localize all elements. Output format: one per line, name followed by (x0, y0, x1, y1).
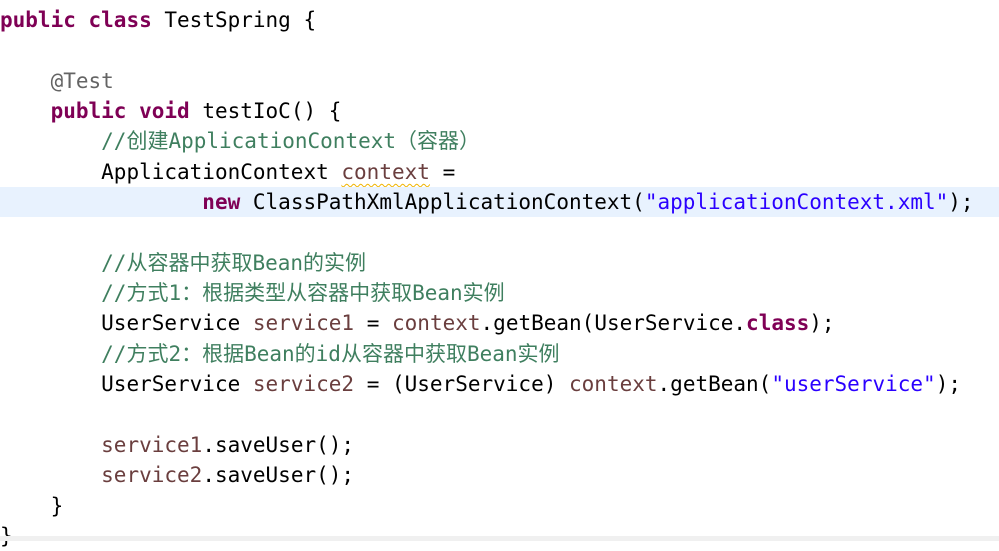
code-line-4[interactable]: public void testIoC() { (0, 96, 999, 126)
local-variable: service1 (252, 311, 355, 335)
brace: } (50, 494, 64, 518)
type-name: UserService (101, 311, 241, 335)
keyword: public (0, 8, 76, 32)
statement-end: ); (809, 311, 835, 335)
method-call: .getBean( (657, 372, 772, 396)
keyword: new (202, 190, 241, 214)
string-literal: "applicationContext.xml" (644, 190, 949, 214)
brace: { (328, 99, 342, 123)
operator: = (366, 311, 380, 335)
code-line-11[interactable]: UserService service1 = context.getBean(U… (0, 308, 999, 338)
code-line-9[interactable]: //从容器中获取Bean的实例 (0, 248, 999, 278)
annotation: @Test (50, 69, 114, 93)
keyword: class (746, 311, 810, 335)
string-literal: "userService" (771, 372, 936, 396)
class-name: TestSpring (164, 8, 291, 32)
code-line-7-current[interactable]: new ClassPathXmlApplicationContext("appl… (0, 187, 999, 217)
statement-end: ); (948, 190, 974, 214)
code-line-5[interactable]: //创建ApplicationContext（容器） (0, 126, 999, 156)
code-line-3[interactable]: @Test (0, 66, 999, 96)
comment: //方式2：根据Bean的id从容器中获取Bean实例 (101, 342, 560, 366)
code-line-10[interactable]: //方式1：根据类型从容器中获取Bean实例 (0, 278, 999, 308)
keyword: void (139, 99, 190, 123)
bottom-divider (0, 536, 999, 541)
local-variable: service1 (101, 433, 203, 457)
local-variable: context (392, 311, 481, 335)
local-variable-warning[interactable]: context (341, 160, 430, 184)
code-line-6[interactable]: ApplicationContext context = (0, 157, 999, 187)
keyword: public (50, 99, 127, 123)
local-variable: service2 (101, 463, 203, 487)
method-call: .saveUser(); (202, 463, 355, 487)
local-variable: service2 (252, 372, 355, 396)
statement-end: ); (935, 372, 961, 396)
constructor-call: ClassPathXmlApplicationContext( (252, 190, 645, 214)
type-name: UserService (101, 372, 241, 396)
method-name: testIoC() (202, 99, 317, 123)
operator-cast: = (UserService) (366, 372, 557, 396)
code-line-15[interactable]: service1.saveUser(); (0, 430, 999, 460)
operator: = (442, 160, 456, 184)
method-call: .saveUser(); (202, 433, 355, 457)
brace: { (303, 8, 317, 32)
comment: //创建ApplicationContext（容器） (101, 129, 481, 153)
method-call: .getBean(UserService. (480, 311, 747, 335)
comment: //从容器中获取Bean的实例 (101, 251, 367, 275)
code-line-17[interactable]: } (0, 491, 999, 521)
comment: //方式1：根据类型从容器中获取Bean实例 (101, 281, 505, 305)
code-line-12[interactable]: //方式2：根据Bean的id从容器中获取Bean实例 (0, 339, 999, 369)
code-line-16[interactable]: service2.saveUser(); (0, 460, 999, 490)
code-line-1[interactable]: public class TestSpring { (0, 5, 999, 35)
type-name: ApplicationContext (101, 160, 329, 184)
code-line-13[interactable]: UserService service2 = (UserService) con… (0, 369, 999, 399)
local-variable: context (569, 372, 658, 396)
keyword: class (88, 8, 152, 32)
